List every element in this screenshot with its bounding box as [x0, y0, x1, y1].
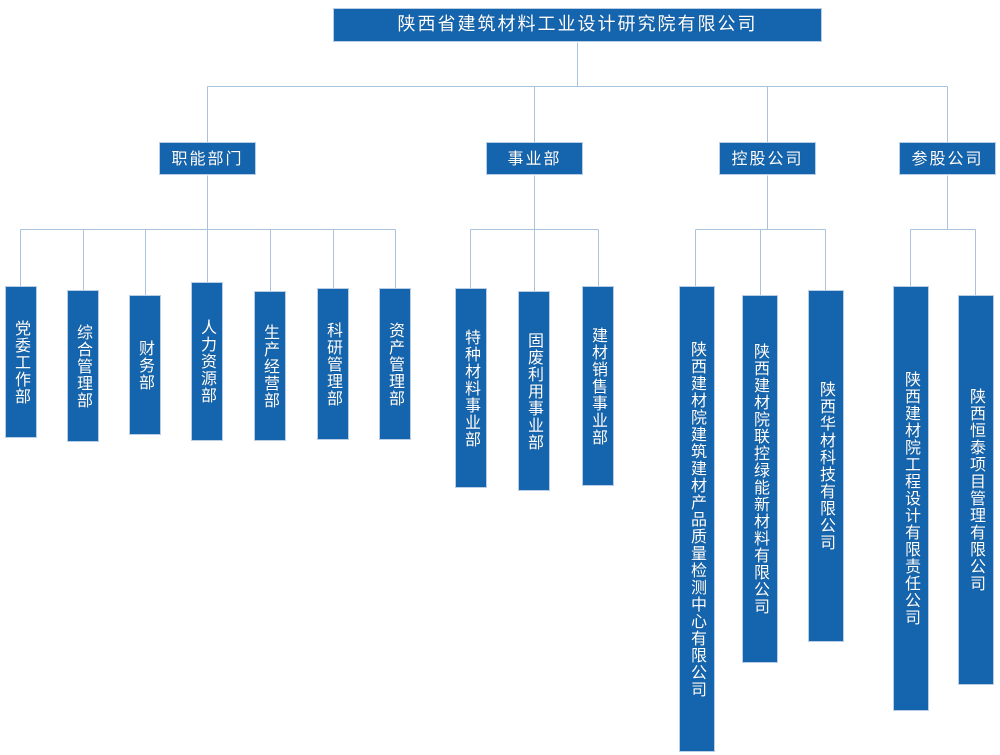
group-node-divisions[interactable]: 事业部 — [486, 142, 583, 175]
group-node-equity[interactable]: 参股公司 — [899, 142, 996, 175]
leaf-node-functional-1[interactable]: 党委工作部 — [5, 286, 37, 438]
leaf-node-functional-6[interactable]: 科研管理部 — [317, 288, 349, 440]
leaf-node-holding-2[interactable]: 陕西建材院联控绿能新材料有限公司 — [742, 295, 778, 663]
leaf-node-functional-4[interactable]: 人力资源部 — [191, 282, 223, 441]
root-node[interactable]: 陕西省建筑材料工业设计研究院有限公司 — [333, 8, 822, 42]
leaf-node-holding-1[interactable]: 陕西建材院建筑建材产品质量检测中心有限公司 — [679, 286, 715, 752]
leaf-node-functional-7[interactable]: 资产管理部 — [379, 288, 411, 440]
leaf-node-functional-3[interactable]: 财务部 — [129, 295, 161, 435]
leaf-node-functional-5[interactable]: 生产经营部 — [254, 291, 286, 441]
group-node-holding[interactable]: 控股公司 — [719, 142, 816, 175]
leaf-node-divisions-1[interactable]: 特种材料事业部 — [455, 288, 487, 488]
leaf-node-divisions-2[interactable]: 固废利用事业部 — [518, 291, 550, 491]
leaf-node-functional-2[interactable]: 综合管理部 — [67, 290, 99, 442]
leaf-node-divisions-3[interactable]: 建材销售事业部 — [582, 286, 614, 486]
group-node-functional[interactable]: 职能部门 — [159, 142, 256, 175]
leaf-node-equity-1[interactable]: 陕西建材院工程设计有限责任公司 — [893, 286, 929, 711]
leaf-node-equity-2[interactable]: 陕西恒泰项目管理有限公司 — [958, 295, 994, 685]
leaf-node-holding-3[interactable]: 陕西华材科技有限公司 — [808, 290, 844, 642]
